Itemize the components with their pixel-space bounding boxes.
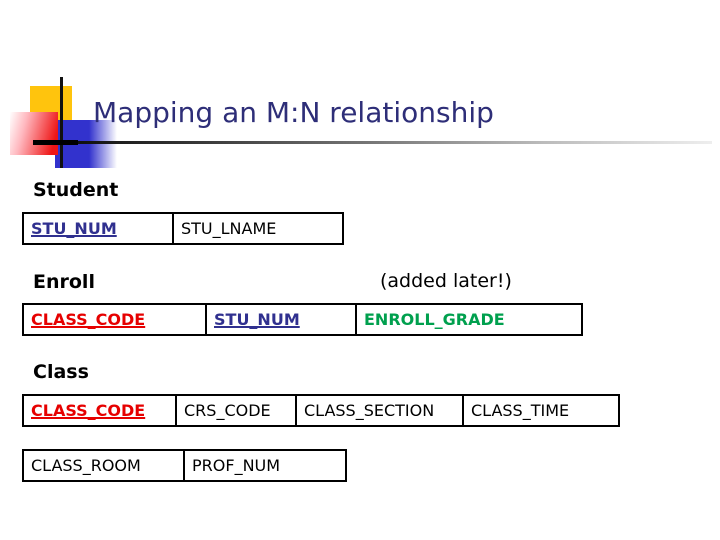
added-later-note: (added later!) [380, 270, 512, 292]
class-table-row1: CLASS_CODE CRS_CODE CLASS_SECTION CLASS_… [22, 394, 620, 427]
class-cell-class-code: CLASS_CODE [31, 401, 146, 420]
student-cell-stu-lname: STU_LNAME [172, 214, 342, 243]
slide-title: Mapping an M:N relationship [93, 96, 494, 129]
class-cell-class-time: CLASS_TIME [462, 396, 618, 425]
enroll-cell-stu-num: STU_NUM [205, 305, 355, 334]
accent-square-red-icon [10, 112, 58, 155]
class-cell-class-room: CLASS_ROOM [31, 456, 141, 475]
class-cell-crs-code: CRS_CODE [175, 396, 295, 425]
accent-horizontal-line [33, 140, 78, 145]
enroll-cell-enroll-grade: ENROLL_GRADE [355, 305, 581, 334]
student-table: STU_NUM STU_LNAME [22, 212, 344, 245]
accent-vertical-line [60, 77, 63, 168]
enroll-table: CLASS_CODE STU_NUM ENROLL_GRADE [22, 303, 583, 336]
student-cell-stu-num: STU_NUM [31, 219, 117, 238]
class-table-row2: CLASS_ROOM PROF_NUM [22, 449, 347, 482]
student-heading: Student [33, 179, 119, 201]
enroll-cell-class-code: CLASS_CODE [31, 310, 146, 329]
class-cell-prof-num: PROF_NUM [183, 451, 345, 480]
title-underline-rule [33, 141, 712, 144]
class-cell-class-section: CLASS_SECTION [295, 396, 462, 425]
enroll-heading: Enroll [33, 271, 95, 293]
class-heading: Class [33, 361, 89, 383]
